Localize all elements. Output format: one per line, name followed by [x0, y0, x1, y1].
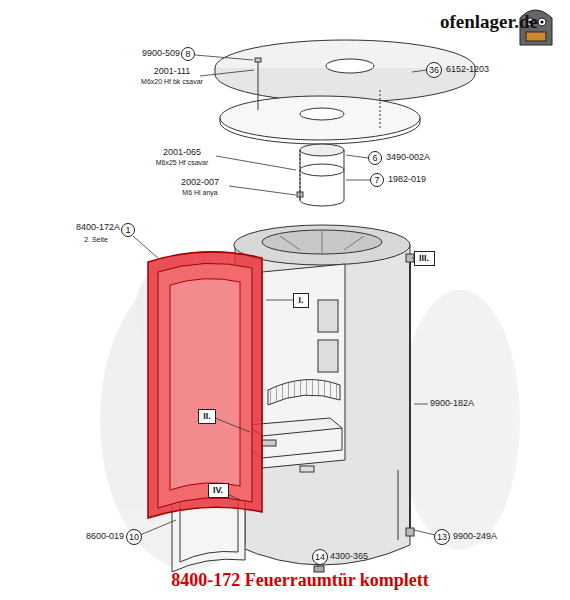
part-number: 1982-019	[388, 175, 426, 184]
part-number: 2001-111	[154, 67, 191, 76]
callout-number: 14	[312, 549, 328, 565]
callout-text: I.	[298, 296, 303, 305]
part-number: 8600-019	[86, 532, 124, 541]
part-number: 2. Seite	[84, 236, 108, 243]
view-marker: III.	[414, 251, 435, 266]
callout-number: 8	[181, 47, 195, 61]
callout-text: III.	[419, 254, 429, 263]
callout-text: 10	[129, 533, 139, 542]
view-marker: IV.	[208, 483, 229, 498]
callout-text: 8	[185, 50, 190, 59]
callout-text: II.	[203, 412, 211, 421]
part-number: 2001-065	[163, 148, 201, 157]
callout-number: 36	[426, 62, 442, 78]
callout-number: 6	[368, 151, 382, 165]
part-number: 9900-182A	[430, 399, 474, 408]
callout-text: 36	[429, 66, 439, 75]
callout-text: 1	[125, 226, 130, 235]
callout-number: 7	[370, 173, 384, 187]
leader-lines	[133, 55, 435, 567]
view-marker: II.	[198, 409, 216, 424]
caption: 8400-172 Feuerraumtür komplett	[171, 570, 429, 591]
callout-number: 10	[126, 529, 142, 545]
part-number: M6 Hl anya	[182, 189, 217, 196]
part-number: 3490-002A	[386, 153, 430, 162]
part-number: M6x20 Hf bk csavar	[141, 78, 203, 85]
part-number: 4300-365	[330, 552, 368, 561]
part-number: 6152-1203	[446, 65, 489, 74]
part-number: 8400-172A	[76, 223, 120, 232]
view-marker: I.	[293, 293, 309, 308]
callout-text: IV.	[213, 486, 223, 495]
part-number: 2002-007	[181, 178, 219, 187]
callout-text: 13	[437, 533, 447, 542]
callout-text: 14	[315, 553, 325, 562]
callout-number: 13	[434, 529, 450, 545]
callout-text: 6	[372, 154, 377, 163]
callout-text: 7	[374, 176, 379, 185]
part-number: 9900-249A	[453, 532, 497, 541]
part-number: M6x25 Hf csavar	[156, 159, 209, 166]
logo-text: ofenlager.de	[440, 12, 538, 32]
callout-number: 1	[121, 223, 135, 237]
part-number: 9900-509	[142, 49, 180, 58]
